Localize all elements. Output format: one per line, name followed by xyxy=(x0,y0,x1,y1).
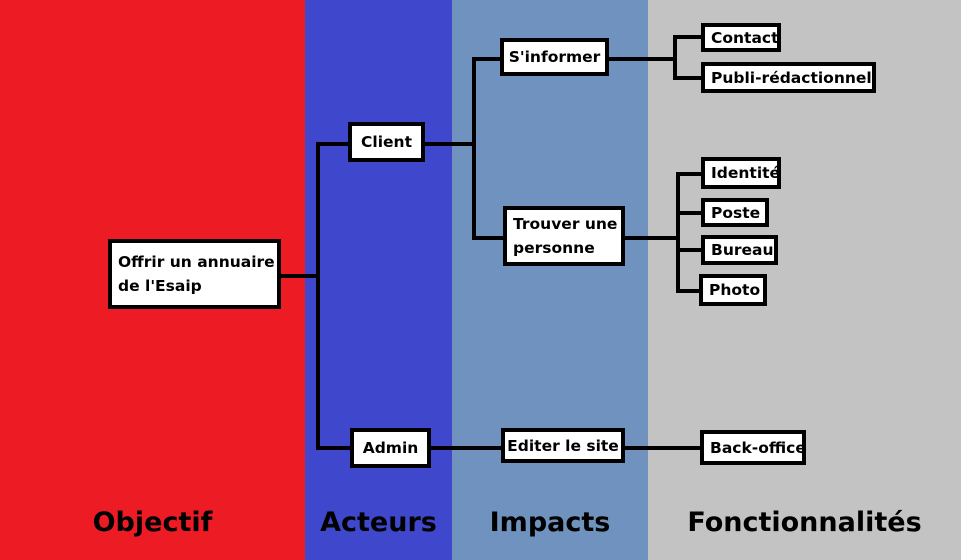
node-goal: Offrir un annuaire de l'Esaip xyxy=(108,239,281,309)
node-bureau: Bureau xyxy=(701,235,778,265)
column-title-fonctionnalites: Fonctionnalités xyxy=(687,507,922,538)
node-goal-line2: de l'Esaip xyxy=(118,277,202,295)
column-title-impacts: Impacts xyxy=(489,507,611,538)
column-title-objectif: Objectif xyxy=(92,507,213,538)
node-trouver-line2: personne xyxy=(513,239,595,257)
column-title-acteurs: Acteurs xyxy=(320,507,437,538)
node-editer: Editer le site xyxy=(501,428,625,463)
node-sinformer: S'informer xyxy=(500,38,609,76)
node-poste: Poste xyxy=(701,198,769,227)
node-photo: Photo xyxy=(699,274,767,306)
node-admin: Admin xyxy=(350,428,431,468)
node-contact: Contact xyxy=(701,23,781,52)
node-backoffice: Back-office xyxy=(700,430,806,465)
node-identite: Identité xyxy=(701,157,781,189)
node-publi: Publi-rédactionnel xyxy=(701,62,876,93)
link-trouver-features xyxy=(622,172,704,293)
node-client: Client xyxy=(348,122,425,162)
link-client-impacts xyxy=(422,57,506,240)
column-fonctionnalites: Fonctionnalités xyxy=(648,0,961,560)
column-impacts: Impacts xyxy=(452,0,648,560)
link-goal-actors xyxy=(278,142,352,450)
link-sinformer-features xyxy=(606,35,704,80)
node-goal-line1: Offrir un annuaire xyxy=(118,253,275,271)
node-trouver-line1: Trouver une xyxy=(513,215,618,233)
node-trouver: Trouver une personne xyxy=(503,206,625,266)
